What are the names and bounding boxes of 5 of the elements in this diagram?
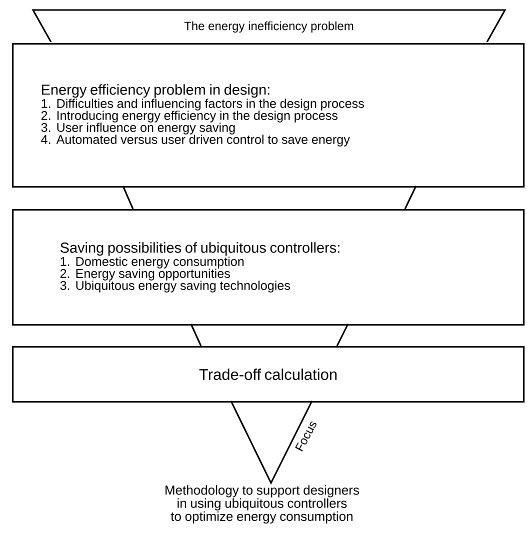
stage-box: Trade-off calculation xyxy=(12,346,525,403)
funnel-top-trapezoid: The energy inefficiency problem xyxy=(32,9,506,42)
stage-box: Saving possibilities of ubiquitous controllers: 1. Domestic energy consumption 2. Energy saving opportunities 3. Ubiquitous energy saving technologies xyxy=(12,209,525,326)
stage-box: Energy efficiency problem in design: 1. Difficulties and influencing factors in the design process 2. Introducing energy efficiency in the design process 3. User influence on energy saving 4. Automated versus user driven control to save energy xyxy=(12,43,525,188)
outcome-text: Methodology to support designers in using ubiquitous controllers to optimize energy consumption xyxy=(166,485,359,524)
